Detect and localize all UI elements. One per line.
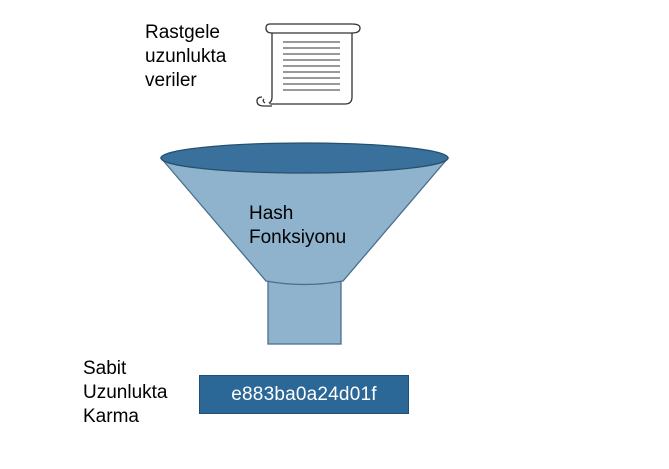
- output-hash-label: Sabit Uzunlukta Karma: [83, 357, 168, 429]
- input-label-line: Rastgele: [145, 22, 220, 43]
- hash-output-box: e883ba0a24d01f: [199, 375, 409, 414]
- input-label-line: veriler: [145, 70, 197, 91]
- hash-function-label: Hash Fonksiyonu: [249, 202, 346, 250]
- funnel-rim: [160, 142, 449, 174]
- output-label-line: Uzunlukta: [83, 382, 168, 403]
- funnel-cone: [159, 157, 450, 286]
- scroll-icon: [256, 23, 361, 107]
- output-label-line: Sabit: [83, 358, 127, 379]
- funnel-spout: [267, 279, 342, 345]
- funnel-label-line: Fonksiyonu: [249, 227, 347, 248]
- input-label-line: uzunlukta: [145, 46, 227, 67]
- hash-value: e883ba0a24d01f: [231, 383, 377, 405]
- funnel-shape: [159, 142, 450, 345]
- output-label-line: Karma: [83, 406, 139, 427]
- input-data-label: Rastgele uzunlukta veriler: [145, 21, 226, 93]
- funnel-label-line: Hash: [249, 203, 294, 224]
